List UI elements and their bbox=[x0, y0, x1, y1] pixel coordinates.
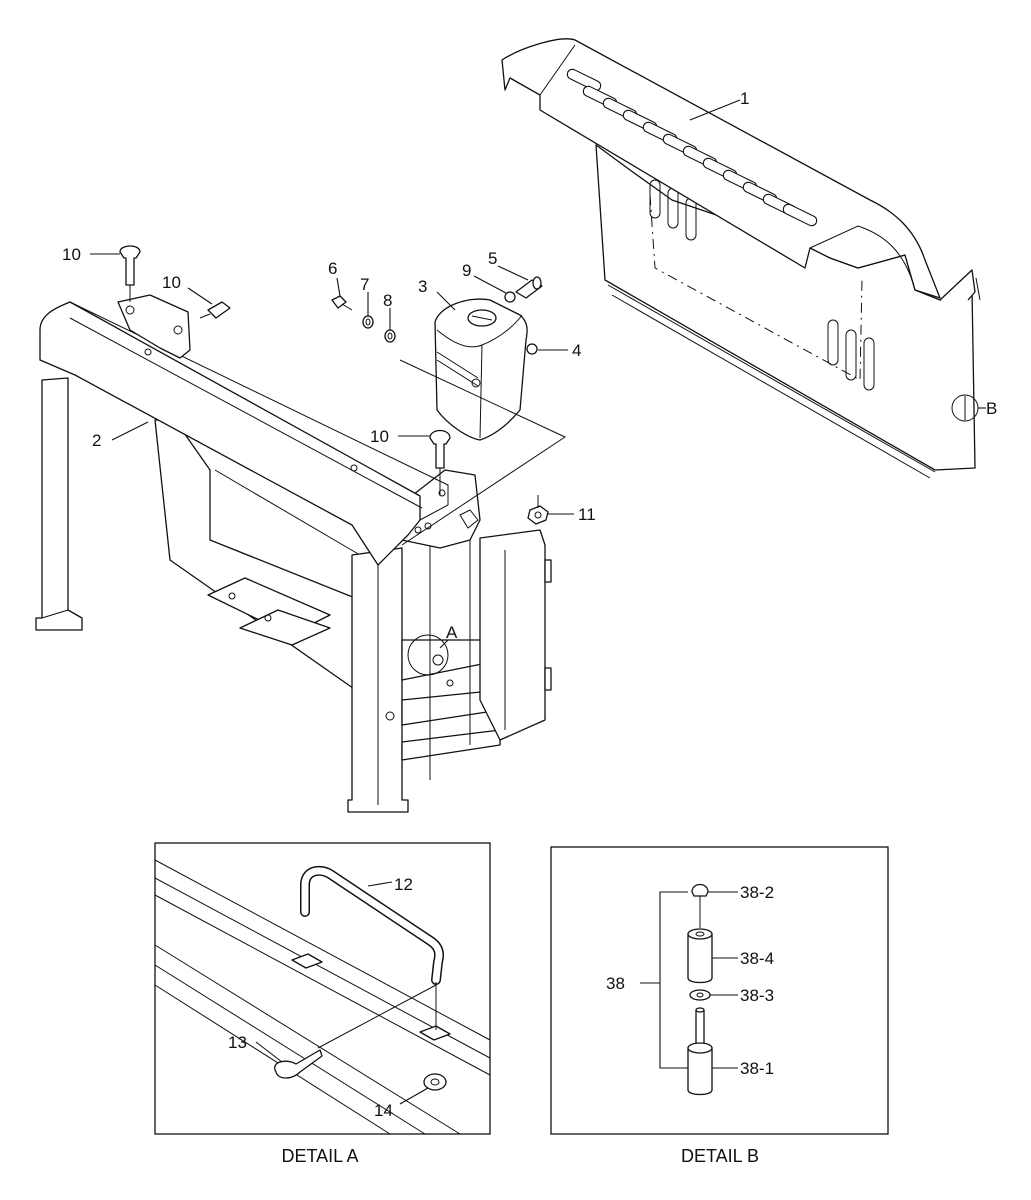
callout-11: 11 bbox=[578, 505, 596, 524]
callout-38-3: 38-3 bbox=[740, 986, 774, 1005]
detail-a-ref-circle bbox=[407, 634, 449, 676]
callout-14: 14 bbox=[374, 1101, 393, 1120]
callout-2: 2 bbox=[92, 431, 101, 450]
callout-1: 1 bbox=[740, 89, 749, 108]
callout-8: 8 bbox=[383, 291, 392, 310]
frame-part-2 bbox=[35, 294, 552, 813]
callout-38-1: 38-1 bbox=[740, 1059, 774, 1078]
detail-b-caption: DETAIL B bbox=[681, 1146, 759, 1166]
fitting-part-4 bbox=[526, 343, 538, 355]
callout-10-side: 10 bbox=[162, 273, 181, 292]
cover-panel-part-1 bbox=[501, 38, 981, 479]
callout-13: 13 bbox=[228, 1033, 247, 1052]
reservoir-part-3 bbox=[434, 298, 538, 441]
callout-7: 7 bbox=[360, 275, 369, 294]
detail-a-panel: 12 13 14 bbox=[154, 842, 491, 1135]
callout-10-top: 10 bbox=[62, 245, 81, 264]
detail-a-caption: DETAIL A bbox=[281, 1146, 358, 1166]
callout-12: 12 bbox=[394, 875, 413, 894]
callout-38-2: 38-2 bbox=[740, 883, 774, 902]
detail-b-panel: 38 38-2 38-4 38-3 38-1 bbox=[550, 846, 889, 1135]
callout-6: 6 bbox=[328, 259, 337, 278]
callout-10-middle: 10 bbox=[370, 427, 389, 446]
callout-5: 5 bbox=[488, 249, 497, 268]
callout-4: 4 bbox=[572, 341, 581, 360]
callout-38-4: 38-4 bbox=[740, 949, 774, 968]
detail-a-ref-label: A bbox=[446, 623, 458, 642]
callout-9: 9 bbox=[462, 261, 471, 280]
callout-38: 38 bbox=[606, 974, 625, 993]
hardware-parts bbox=[119, 245, 549, 525]
detail-b-ref-label: B bbox=[986, 399, 997, 418]
callout-3: 3 bbox=[418, 277, 427, 296]
